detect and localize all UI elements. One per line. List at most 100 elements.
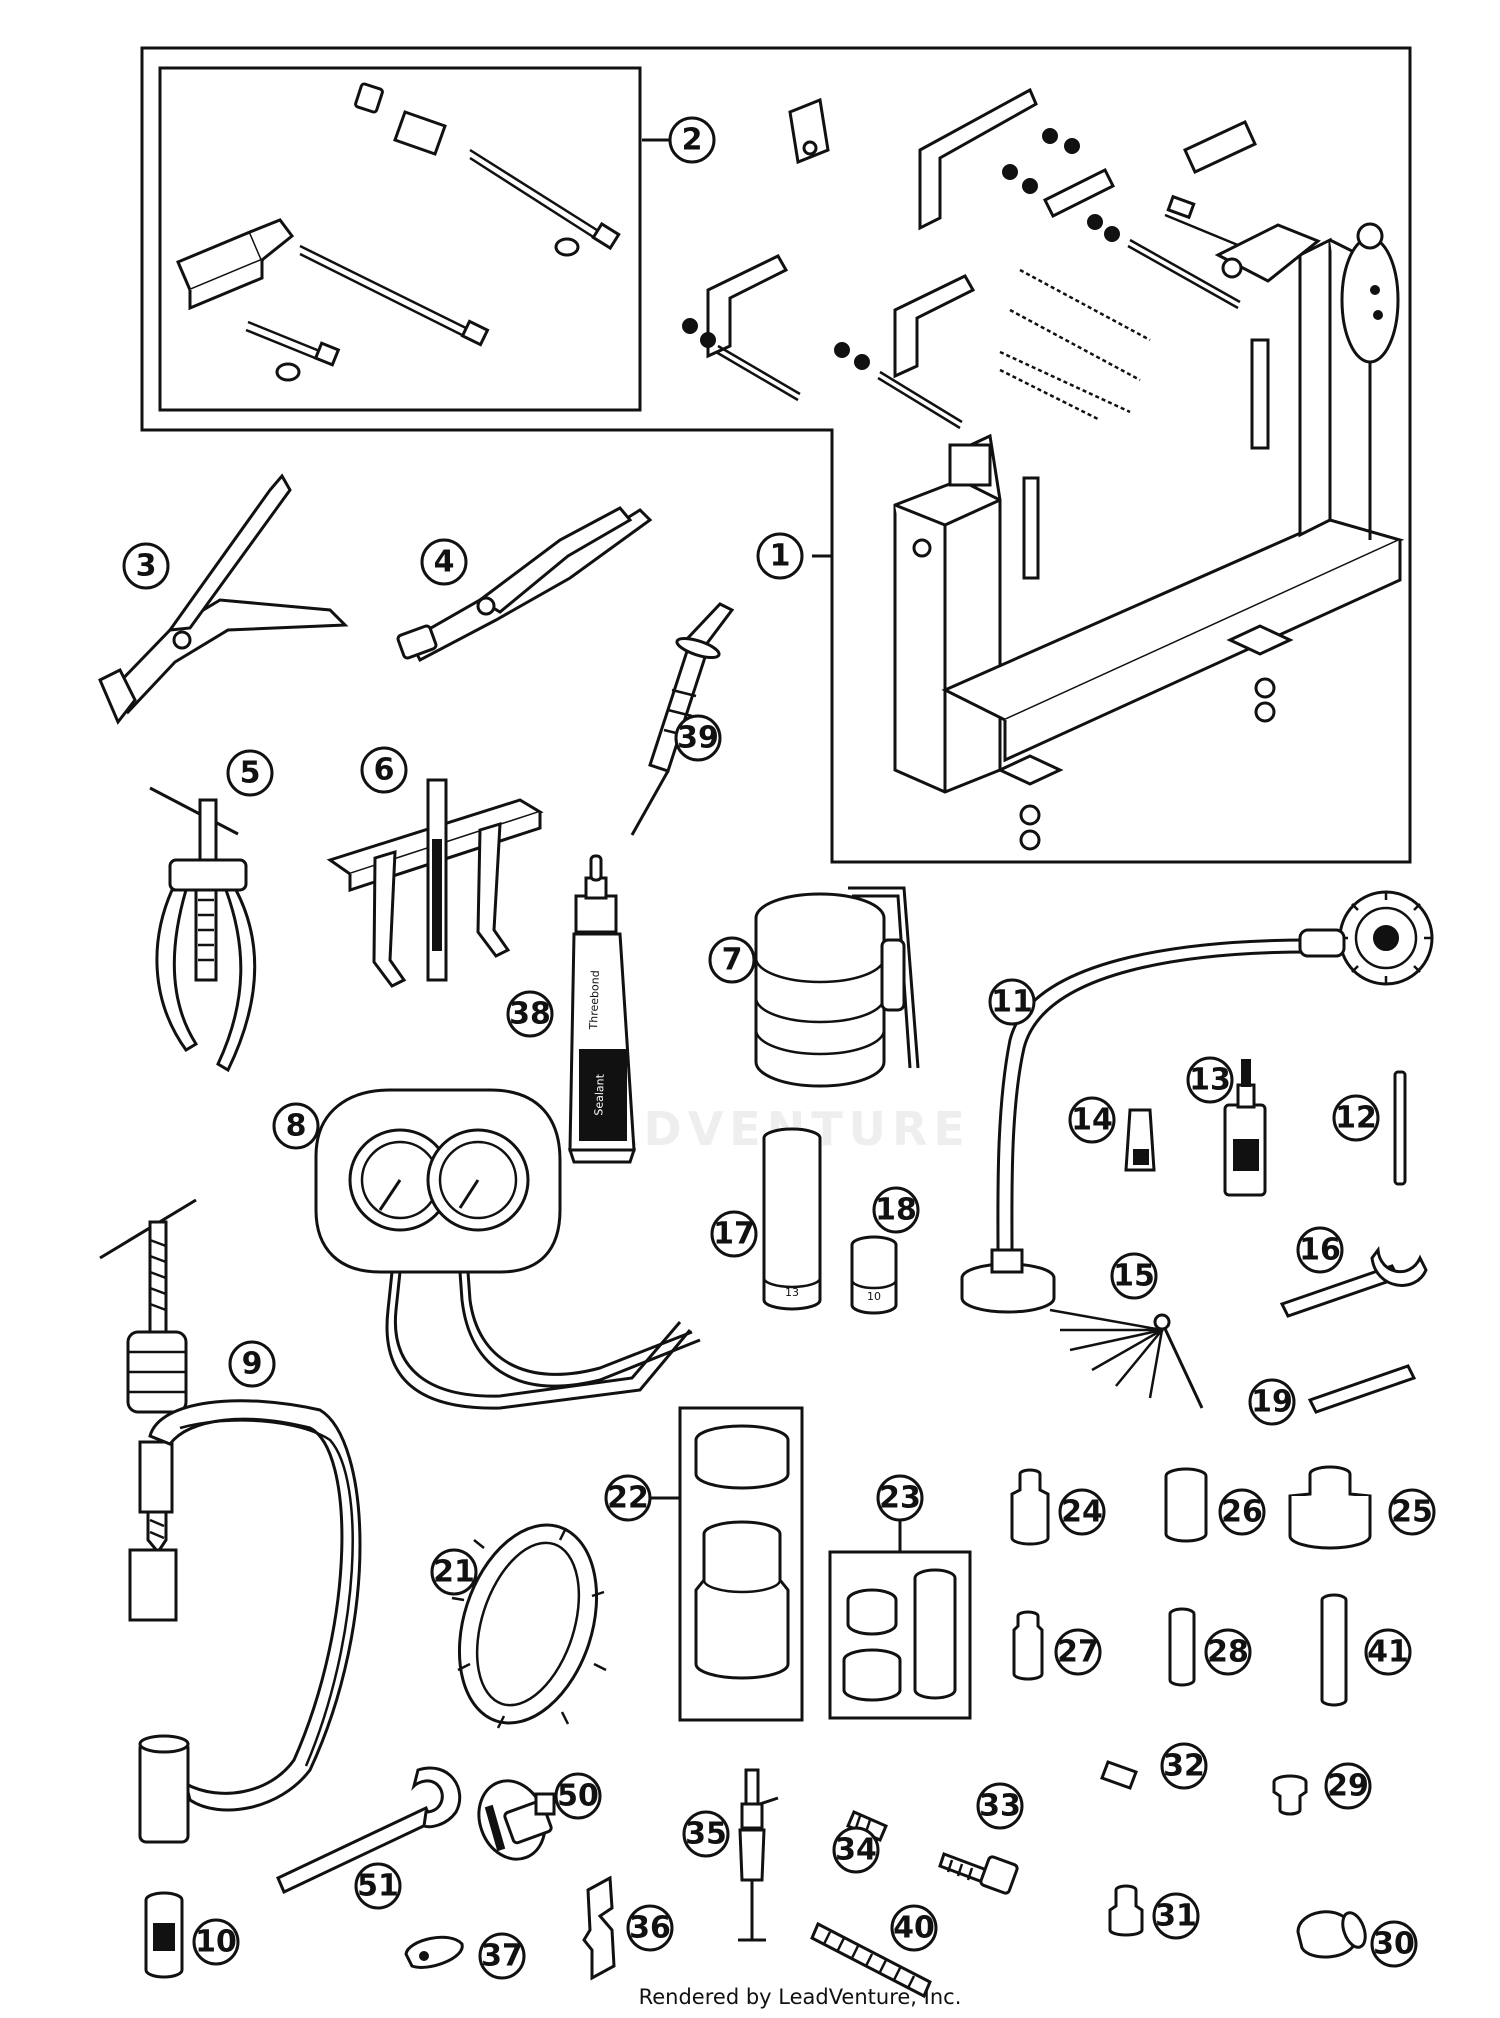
part-5-bearing-puller bbox=[149, 786, 256, 1073]
callout-37-num: 37 bbox=[481, 1939, 523, 1974]
callout-30-num: 30 bbox=[1373, 1927, 1415, 1962]
callout-25: 25 bbox=[1388, 1488, 1436, 1536]
callout-34: 34 bbox=[832, 1826, 880, 1874]
part-17-socket-13mm: 13 bbox=[762, 1127, 822, 1311]
callout-13-num: 13 bbox=[1189, 1063, 1231, 1098]
credit-line: Rendered by LeadVenture, Inc. bbox=[638, 1985, 962, 2009]
part-11-degree-wheel bbox=[960, 890, 1434, 1314]
part-7-piston-ring-compressor bbox=[754, 886, 920, 1088]
callout-21-num: 21 bbox=[433, 1555, 475, 1590]
callout-28: 28 bbox=[1204, 1628, 1252, 1676]
part-29-plug bbox=[1272, 1774, 1308, 1816]
tube-38-label-b: Sealant bbox=[592, 1073, 606, 1116]
callout-11-num: 11 bbox=[991, 985, 1033, 1020]
part-38-sealant-tube: Threebond Sealant bbox=[567, 854, 637, 1164]
callout-29: 29 bbox=[1324, 1762, 1372, 1810]
callout-34-num: 34 bbox=[835, 1833, 877, 1868]
callout-11: 11 bbox=[988, 978, 1036, 1026]
callout-51-num: 51 bbox=[357, 1869, 399, 1904]
callout-28-num: 28 bbox=[1207, 1635, 1249, 1670]
callout-23: 23 bbox=[876, 1474, 924, 1522]
part-16-pin-spanner bbox=[1279, 1245, 1428, 1318]
part-28-driver bbox=[1168, 1607, 1196, 1687]
group-22-frame bbox=[678, 1406, 804, 1722]
callout-22-num: 22 bbox=[607, 1481, 649, 1516]
callout-25-num: 25 bbox=[1391, 1495, 1433, 1530]
callout-7-num: 7 bbox=[722, 943, 743, 978]
callout-21: 21 bbox=[430, 1548, 478, 1596]
callout-12: 12 bbox=[1332, 1094, 1380, 1142]
callout-24: 24 bbox=[1058, 1488, 1106, 1536]
part-25-driver bbox=[1288, 1465, 1372, 1550]
part-4-hose-clamp-pliers bbox=[396, 506, 653, 663]
callout-26: 26 bbox=[1218, 1488, 1266, 1536]
part-3-clamp-pliers bbox=[98, 473, 349, 725]
part-23-seal-drivers bbox=[842, 1568, 957, 1702]
callout-30: 30 bbox=[1370, 1920, 1418, 1968]
callout-26-num: 26 bbox=[1221, 1495, 1263, 1530]
callout-40-num: 40 bbox=[893, 1911, 935, 1946]
part-50-holder bbox=[477, 1779, 556, 1861]
callout-5-num: 5 bbox=[240, 756, 261, 791]
part-30-plug bbox=[1296, 1910, 1367, 1959]
callout-7: 7 bbox=[708, 936, 756, 984]
group-2-frame bbox=[158, 66, 642, 412]
part-8-synchronizer-gauges bbox=[314, 1088, 701, 1410]
callout-14-num: 14 bbox=[1071, 1103, 1113, 1138]
callout-38: 38 bbox=[506, 990, 554, 1038]
socket-18-size: 10 bbox=[867, 1290, 881, 1303]
callout-24-num: 24 bbox=[1061, 1495, 1103, 1530]
part-35-valve-tool bbox=[738, 1768, 779, 1942]
part-2-engine-stand-adapter bbox=[176, 82, 621, 382]
part-33-bolt bbox=[938, 1852, 1019, 1895]
part-6-two-jaw-puller bbox=[326, 778, 544, 988]
callout-38-num: 38 bbox=[509, 997, 551, 1032]
callout-4: 4 bbox=[420, 538, 468, 586]
callout-41-num: 41 bbox=[1367, 1635, 1409, 1670]
callout-3-num: 3 bbox=[136, 549, 157, 584]
part-18-socket-10mm: 10 bbox=[850, 1235, 898, 1315]
callout-27: 27 bbox=[1054, 1628, 1102, 1676]
callout-16-num: 16 bbox=[1299, 1233, 1341, 1268]
callout-40: 40 bbox=[890, 1904, 938, 1952]
callout-5: 5 bbox=[226, 749, 274, 797]
callout-12-num: 12 bbox=[1335, 1101, 1377, 1136]
callout-3: 3 bbox=[122, 542, 170, 590]
callout-15: 15 bbox=[1110, 1252, 1158, 1300]
tube-38-label-a: Threebond bbox=[587, 970, 602, 1031]
callout-22: 22 bbox=[604, 1474, 652, 1522]
callout-27-num: 27 bbox=[1057, 1635, 1099, 1670]
callout-2-num: 2 bbox=[682, 123, 703, 158]
callout-6: 6 bbox=[360, 746, 408, 794]
part-26-driver bbox=[1164, 1467, 1208, 1543]
callout-36-num: 36 bbox=[629, 1911, 671, 1946]
callout-31-num: 31 bbox=[1155, 1899, 1197, 1934]
part-19-feeler-gauge bbox=[1307, 1364, 1417, 1414]
part-31-plug bbox=[1108, 1884, 1144, 1937]
part-39-grease-syringe bbox=[630, 602, 735, 836]
callout-8-num: 8 bbox=[286, 1109, 307, 1144]
callout-51: 51 bbox=[354, 1862, 402, 1910]
callout-39: 39 bbox=[674, 714, 722, 762]
part-27-driver bbox=[1012, 1610, 1044, 1681]
part-14-nozzle bbox=[1124, 1108, 1156, 1172]
part-32-plug bbox=[1100, 1760, 1138, 1790]
callout-19: 19 bbox=[1248, 1378, 1296, 1426]
part-34-screw bbox=[846, 1810, 888, 1842]
callout-37: 37 bbox=[478, 1932, 526, 1980]
callout-13: 13 bbox=[1186, 1056, 1234, 1104]
callout-6-num: 6 bbox=[374, 753, 395, 788]
part-15-hex-key-set bbox=[1049, 1308, 1204, 1409]
callout-29-num: 29 bbox=[1327, 1769, 1369, 1804]
callout-19-num: 19 bbox=[1251, 1385, 1293, 1420]
callout-39-num: 39 bbox=[677, 721, 719, 756]
callout-50-num: 50 bbox=[557, 1779, 599, 1814]
callout-9-num: 9 bbox=[242, 1347, 263, 1382]
callout-33-num: 33 bbox=[979, 1789, 1021, 1824]
group-1-frame bbox=[140, 46, 1412, 864]
part-21-clutch-disc bbox=[451, 1523, 607, 1729]
part-10-adapter bbox=[144, 1891, 184, 1979]
part-51-hook-spanner bbox=[276, 1766, 462, 1895]
callout-35: 35 bbox=[682, 1810, 730, 1858]
